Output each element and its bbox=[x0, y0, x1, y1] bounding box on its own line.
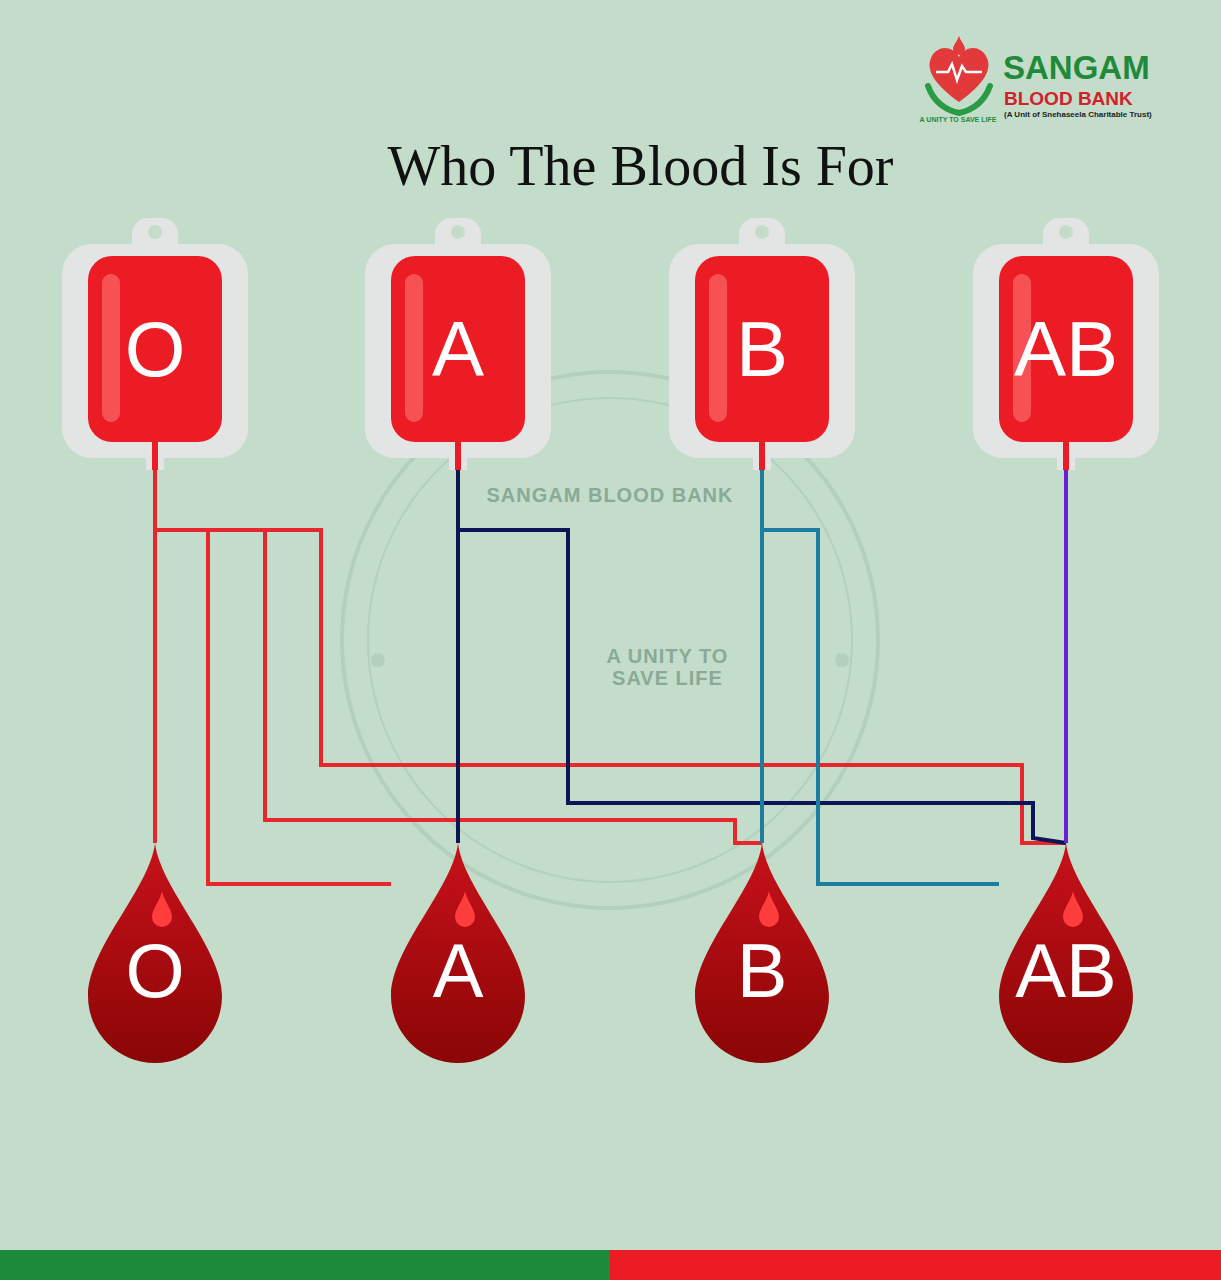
watermark: A UNITY TO SAVE LIFE bbox=[585, 645, 750, 689]
blood-bag: AB bbox=[973, 212, 1159, 470]
blood-type: A bbox=[391, 256, 525, 442]
bottom-bar bbox=[610, 1250, 1221, 1280]
blood-bag: B bbox=[669, 212, 855, 470]
connector bbox=[1064, 470, 1068, 843]
logo-subname: BLOOD BANK bbox=[1004, 89, 1133, 110]
watermark-dot bbox=[371, 653, 385, 667]
logo-heart bbox=[930, 48, 989, 102]
blood-type: O bbox=[88, 931, 222, 1011]
logo-pulse bbox=[936, 64, 982, 80]
logo-icon bbox=[928, 36, 990, 113]
logo-drop bbox=[953, 36, 965, 55]
connector bbox=[762, 470, 999, 884]
connector bbox=[155, 470, 1066, 843]
watermark: SANGAM BLOOD BANK bbox=[465, 484, 755, 506]
blood-type: B bbox=[695, 931, 829, 1011]
blood-type: AB bbox=[999, 256, 1133, 442]
logo-name: SANGAM bbox=[1003, 50, 1150, 86]
blood-type: AB bbox=[999, 931, 1133, 1011]
blood-type: O bbox=[88, 256, 222, 442]
blood-type: A bbox=[391, 931, 525, 1011]
bottom-bar bbox=[0, 1250, 610, 1280]
blood-drop: O bbox=[88, 843, 222, 1063]
title: Who The Blood Is For bbox=[60, 136, 1221, 198]
blood-drop: AB bbox=[999, 843, 1133, 1063]
logo-note: (A Unit of Snehaseela Charitable Trust) bbox=[1004, 111, 1152, 120]
blood-drop: B bbox=[695, 843, 829, 1063]
watermark-ring bbox=[368, 398, 852, 882]
logo-hands bbox=[928, 86, 990, 113]
blood-type: B bbox=[695, 256, 829, 442]
blood-bag: O bbox=[62, 212, 248, 470]
watermark-dot bbox=[835, 653, 849, 667]
blood-bag: A bbox=[365, 212, 551, 470]
blood-drop: A bbox=[391, 843, 525, 1063]
logo-motto: A UNITY TO SAVE LIFE bbox=[913, 116, 1003, 124]
